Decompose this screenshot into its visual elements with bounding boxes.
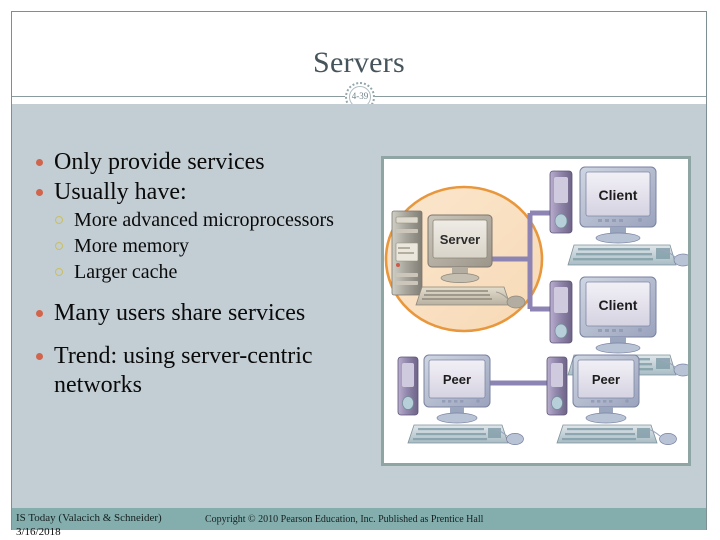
footer-copyright-text: Copyright © 2010 Pearson Education, Inc.… — [205, 514, 484, 525]
bullet-list: Only provide services Usually have: More… — [12, 104, 377, 494]
sub-bullet-marker-icon — [55, 216, 63, 224]
bullet-item-level2: More advanced microprocessors — [12, 208, 377, 233]
bullet-text: Usually have: — [54, 179, 187, 205]
bullet-item-level1: Trend: using server-centric networks — [12, 342, 377, 400]
peer-left-node: Peer — [397, 354, 524, 445]
bullet-text: Trend: using server-centric networks — [54, 343, 313, 398]
header-divider-left — [12, 96, 346, 97]
network-diagram-image: Server Clie — [381, 156, 691, 466]
bullet-item-level1: Only provide services — [12, 148, 377, 177]
footer-date-text: 3/16/2018 — [16, 526, 61, 538]
page-title: Servers — [312, 46, 406, 79]
footer-bar — [12, 508, 706, 530]
bullet-item-level1: Usually have: — [12, 178, 377, 207]
client-bottom-label: Client — [599, 297, 638, 313]
bullet-text: Many users share services — [54, 300, 306, 326]
server-node: Server — [391, 210, 526, 309]
bullet-item-level2: Larger cache — [12, 260, 377, 285]
bullet-text: Only provide services — [54, 149, 265, 175]
bullet-marker-icon — [36, 189, 43, 196]
bullet-text: Larger cache — [74, 261, 178, 283]
client-top-label: Client — [599, 187, 638, 203]
bullet-marker-icon — [36, 310, 43, 317]
bullet-text: More advanced microprocessors — [74, 209, 334, 231]
network-diagram-svg: Server Clie — [384, 159, 688, 463]
peer-right-node: Peer — [546, 354, 677, 445]
network-connector-lines — [489, 210, 550, 386]
bullet-marker-icon — [36, 159, 43, 166]
client-top-node: Client — [549, 166, 688, 267]
sub-bullet-marker-icon — [55, 268, 63, 276]
header-divider-right — [374, 96, 706, 97]
bullet-marker-icon — [36, 353, 43, 360]
peer-left-label: Peer — [443, 372, 471, 387]
peer-right-label: Peer — [592, 372, 620, 387]
bullet-item-level1: Many users share services — [12, 299, 377, 328]
footer-source-text: IS Today (Valacich & Schneider) — [16, 512, 162, 524]
client-bottom-node: Client — [549, 276, 688, 377]
slide-number-text: 4-39 — [351, 91, 369, 101]
server-label: Server — [440, 232, 480, 247]
bullet-item-level2: More memory — [12, 234, 377, 259]
bullet-text: More memory — [74, 235, 189, 257]
sub-bullet-marker-icon — [55, 242, 63, 250]
